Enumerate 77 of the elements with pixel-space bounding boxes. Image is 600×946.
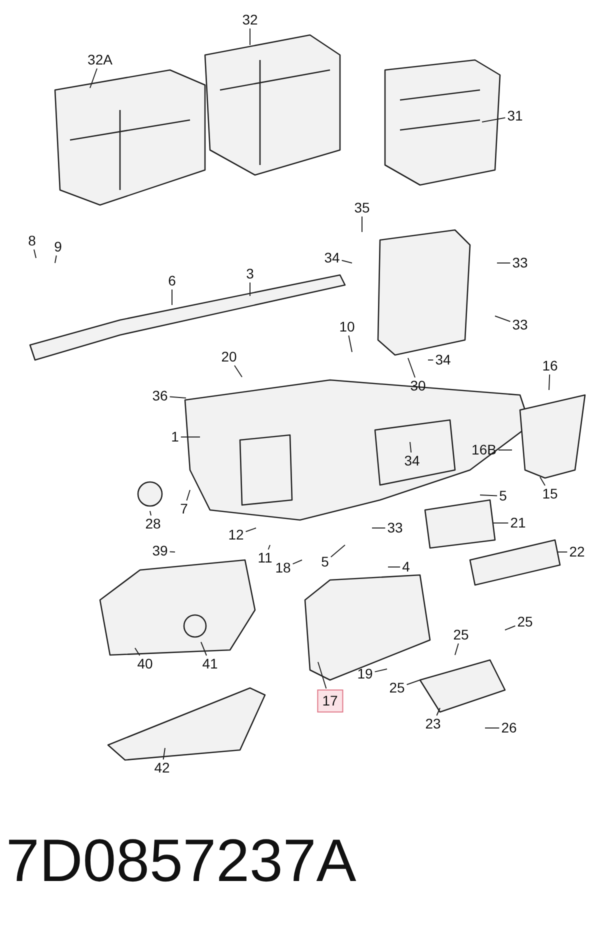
leader-line (341, 260, 352, 264)
callout-number: 8 (27, 234, 37, 248)
leader-line (548, 374, 550, 390)
callout-number: 31 (506, 108, 524, 124)
callout-number: 28 (144, 516, 162, 532)
callout-number: 21 (509, 516, 527, 530)
leader-line (169, 396, 186, 398)
callout-number: 35 (353, 200, 371, 216)
leader-line (504, 625, 516, 630)
leader-line (54, 255, 57, 264)
callout-number: 12 (227, 528, 245, 542)
callout-number: 10 (338, 320, 356, 334)
callout-number: 42 (153, 760, 171, 776)
leader-line (406, 680, 420, 686)
callout-number: 41 (201, 656, 219, 672)
leader-line (180, 436, 200, 438)
leader-line (200, 642, 207, 656)
leader-line (150, 510, 152, 516)
callout-number: 18 (274, 560, 292, 576)
callout-number: 25 (388, 680, 406, 696)
callout-number: 39 (151, 544, 169, 558)
leader-line (374, 668, 388, 672)
callout-number: 32 (241, 12, 259, 28)
leader-line (234, 365, 242, 378)
callout-number: 11 (256, 550, 274, 566)
callout-number: 33 (511, 256, 529, 270)
callout-number: 33 (386, 520, 404, 536)
leader-line (245, 528, 256, 532)
callout-number: 32A (86, 52, 114, 68)
callout-number: 16 (541, 358, 559, 374)
leader-line (134, 648, 140, 656)
callout-number: 40 (136, 656, 154, 672)
callout-number: 9 (53, 240, 63, 254)
callout-number: 22 (568, 544, 586, 560)
leader-line (454, 643, 459, 656)
callout-number: 34 (434, 352, 452, 368)
leader-line (410, 442, 412, 453)
leader-line (268, 544, 270, 550)
leader-line (408, 358, 416, 378)
callout-number: 20 (220, 350, 238, 364)
leader-line (482, 117, 506, 122)
callout-number: 3 (245, 266, 255, 282)
callout-number: 33 (511, 318, 529, 332)
callout-number: 19 (356, 666, 374, 682)
leader-line (494, 316, 511, 322)
callout-number: 15 (541, 486, 559, 502)
leader-line (330, 544, 346, 558)
leader-line (496, 262, 511, 264)
callout-number: 6 (167, 274, 177, 288)
leader-line (34, 249, 36, 258)
callout-number: 7 (179, 502, 189, 516)
callout-number: 17 (317, 690, 343, 712)
leader-line (436, 708, 440, 716)
callout-number: 5 (320, 554, 330, 570)
leader-line (90, 68, 98, 88)
leader-line (492, 522, 509, 524)
leader-line (186, 490, 190, 501)
leader-line (318, 662, 327, 689)
callout-number: 23 (424, 716, 442, 732)
callout-number: 36 (151, 388, 169, 404)
leader-line (169, 551, 176, 552)
leader-line (480, 494, 498, 496)
leader-line (162, 748, 166, 760)
leader-line (540, 476, 546, 486)
callout-number: 25 (452, 628, 470, 642)
callout-number: 34 (323, 250, 341, 266)
callout-number: 34 (403, 454, 421, 468)
leader-line (292, 560, 302, 564)
callout-number: 25 (516, 614, 534, 630)
callout-number: 4 (401, 560, 411, 574)
leader-line (348, 335, 352, 352)
callout-number: 26 (500, 720, 518, 736)
callout-number: 5 (498, 488, 508, 504)
part-number-title: 7D0857237A (6, 828, 356, 894)
leader-line (388, 566, 401, 568)
callout-number: 16B (470, 442, 498, 458)
callout-number: 1 (170, 430, 180, 444)
